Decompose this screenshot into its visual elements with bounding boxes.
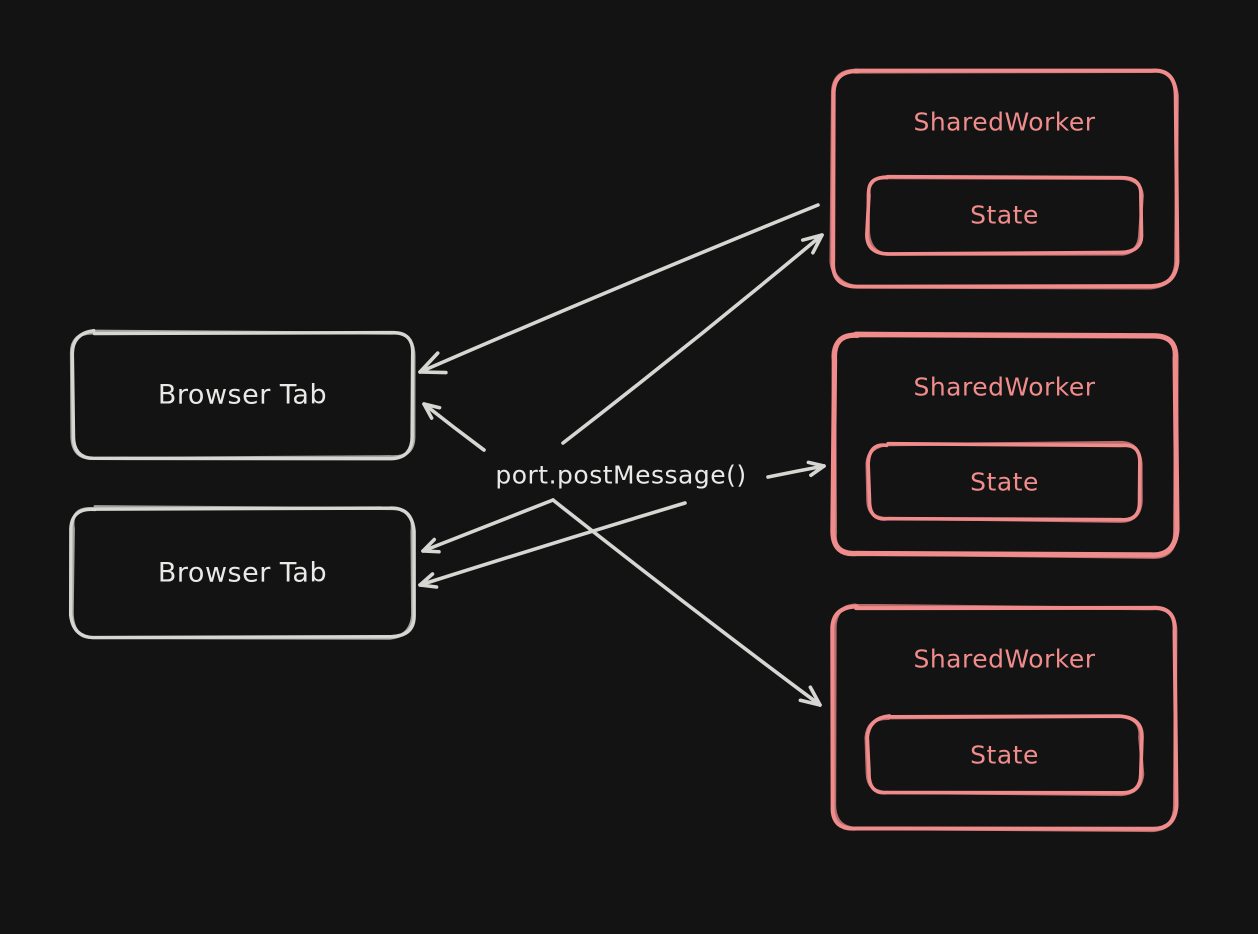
worker-2-outline-b: [831, 332, 1179, 559]
arrow-hub-to-worker2-line: [766, 464, 826, 479]
worker-2-state-outline-a: [866, 441, 1142, 522]
arrow-worker1-to-tab1-line: [418, 203, 820, 374]
tab-1-outline-a: [70, 328, 415, 461]
worker-3-state-outline-a: [865, 714, 1144, 795]
arrow-hub-to-worker3-line: [551, 498, 822, 707]
arrow-worker1-to-tab1-head: [418, 351, 448, 375]
worker-3-outline-b: [832, 603, 1178, 833]
arrow-worker3-to-tab2-line: [418, 501, 687, 587]
worker-3-state-outline-b: [864, 714, 1145, 797]
arrow-hub-to-tab1-line: [422, 402, 486, 452]
arrow-hub-to-worker1-line: [561, 233, 824, 445]
arrow-hub-to-tab2-head: [421, 537, 441, 554]
arrow-hub-to-worker2-head: [806, 460, 826, 478]
worker-1-outline-b: [829, 68, 1179, 290]
arrow-hub-to-worker3-head: [798, 685, 822, 707]
worker-1-state-outline-a: [865, 174, 1144, 256]
tab-2-outline-a: [68, 506, 416, 640]
arrow-hub-to-tab2-line: [421, 498, 555, 553]
arrow-hub-to-worker1-head: [800, 233, 824, 255]
arrow-worker3-to-tab2-head: [418, 572, 439, 589]
arrow-hub-to-tab1-head: [422, 402, 442, 420]
tab-1-outline-b: [69, 329, 416, 460]
worker-1-state-outline-b: [866, 175, 1144, 256]
tab-2-outline-b: [70, 505, 414, 640]
worker-2-state-outline-b: [865, 440, 1143, 523]
